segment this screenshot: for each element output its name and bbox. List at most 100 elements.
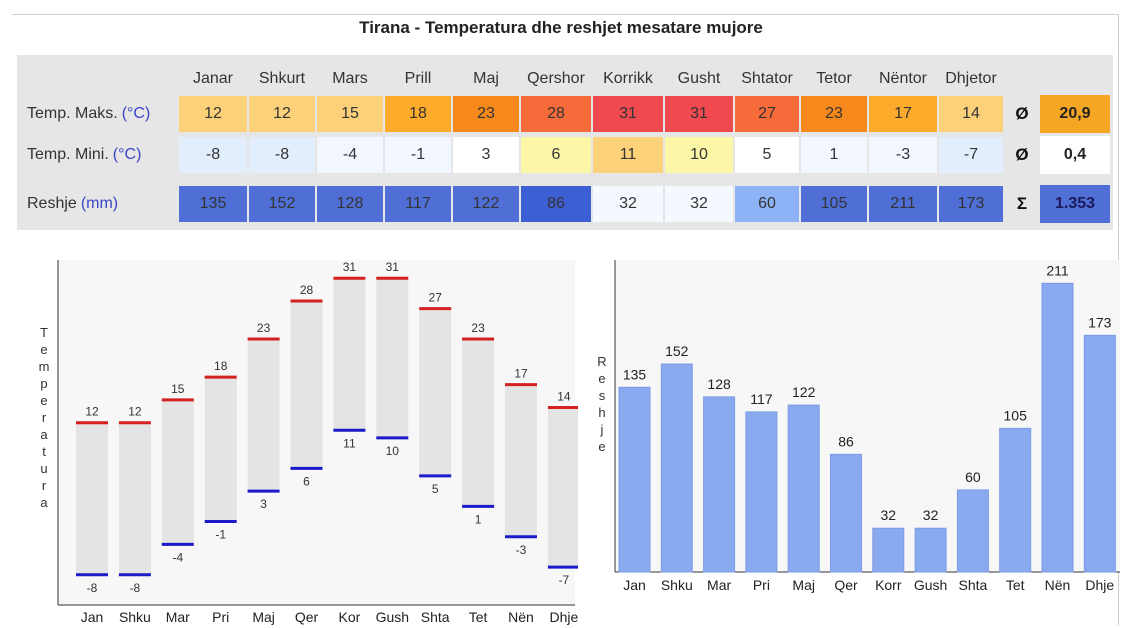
min-temp-label: 1 — [475, 512, 482, 526]
precip-bar — [1041, 282, 1074, 573]
precip-bar — [914, 527, 947, 573]
max-temp-label: 23 — [257, 321, 271, 335]
min-temp-label: -8 — [130, 581, 141, 595]
max-temp-label: 17 — [514, 367, 528, 381]
precip-value-label: 86 — [838, 433, 854, 449]
month-header: Dhjetor — [945, 70, 997, 87]
y-axis-label-letter: T — [40, 325, 48, 340]
min-temp-label: 6 — [303, 474, 310, 488]
x-tick-label: Korr — [875, 577, 902, 593]
x-tick-label: Mar — [707, 577, 731, 593]
y-axis-label-letter: t — [42, 444, 46, 459]
x-tick-label: Shku — [119, 609, 151, 625]
y-axis-label-letter: e — [598, 439, 605, 454]
temp-range-bar — [76, 422, 108, 575]
min-temp-label: 10 — [386, 444, 400, 458]
precip-bar — [872, 527, 905, 573]
x-tick-label: Pri — [753, 577, 770, 593]
temp-range-bar — [204, 377, 237, 522]
y-axis-label-letter: h — [598, 405, 605, 420]
table-cell: 12 — [178, 95, 248, 133]
table-cell: 28 — [520, 95, 592, 133]
month-header: Shkurt — [258, 70, 306, 87]
table-cell: 14 — [938, 95, 1004, 133]
table-cell: 86 — [520, 185, 592, 223]
x-tick-label: Qer — [834, 577, 858, 593]
row-unit: (mm) — [80, 195, 119, 212]
page-title: Tirana - Temperatura dhe reshjet mesatar… — [359, 18, 763, 37]
row-unit: (°C) — [121, 105, 151, 122]
table-cell: 18 — [384, 95, 452, 133]
y-axis-label-letter: s — [599, 388, 606, 403]
temp-range-bar — [290, 301, 323, 469]
month-header: Mars — [332, 70, 368, 87]
precip-bar — [660, 363, 693, 573]
precipitation-chart: Reshje135Jan152Shku128Mar117Pri122Maj86Q… — [597, 260, 1120, 593]
temp-range-bar — [462, 339, 495, 507]
plot-area — [615, 260, 1120, 572]
row-unit: (°C) — [112, 146, 142, 163]
precip-value-label: 117 — [750, 391, 773, 407]
row-label: Temp. Mini.(°C) — [27, 136, 177, 174]
x-tick-label: Qer — [295, 609, 319, 625]
table-cell: 122 — [452, 185, 520, 223]
y-axis-label-letter: m — [39, 359, 50, 374]
y-axis-label-letter: r — [42, 478, 47, 493]
max-temp-label: 14 — [557, 389, 571, 403]
precip-bar — [787, 404, 820, 573]
table-cell: 23 — [800, 95, 868, 133]
y-axis-label-letter: a — [40, 495, 48, 510]
min-temp-label: -1 — [215, 528, 226, 542]
temp-range-bar — [419, 308, 452, 476]
precip-value-label: 173 — [1088, 314, 1112, 330]
temp-range-bar — [333, 278, 366, 431]
table-cell: 32 — [664, 185, 734, 223]
table-cell: -7 — [938, 136, 1004, 174]
table-cell: -8 — [178, 136, 248, 174]
precip-value-label: 32 — [923, 507, 939, 523]
table-cell: 10 — [664, 136, 734, 174]
table-cell: 3 — [452, 136, 520, 174]
summary-symbol: Σ — [1016, 194, 1028, 213]
precip-value-label: 32 — [881, 507, 897, 523]
x-tick-label: Dhje — [550, 609, 578, 625]
table-cell: 31 — [664, 95, 734, 133]
precip-value-label: 152 — [665, 343, 689, 359]
table-cell: 128 — [316, 185, 384, 223]
precip-value-label: 60 — [965, 469, 981, 485]
precip-bar — [830, 453, 862, 573]
x-tick-label: Jan — [81, 609, 104, 625]
precip-value-label: 128 — [707, 376, 731, 392]
precip-value-label: 122 — [792, 384, 816, 400]
table-cell: -4 — [316, 136, 384, 174]
precip-bar — [1083, 334, 1116, 573]
table-cell: 173 — [938, 185, 1004, 223]
y-axis-label-letter: e — [40, 393, 47, 408]
month-header: Tetor — [816, 70, 852, 87]
temp-range-bar — [505, 384, 537, 537]
table-cell: 117 — [384, 185, 452, 223]
precip-value-label: 135 — [623, 366, 647, 382]
x-tick-label: Shta — [421, 609, 450, 625]
x-tick-label: Tet — [469, 609, 488, 625]
y-axis-label-letter: p — [40, 376, 47, 391]
y-axis-label-letter: u — [40, 461, 47, 476]
max-temp-label: 18 — [214, 359, 228, 373]
table-cell: -8 — [248, 136, 316, 174]
table-cell: 27 — [734, 95, 800, 133]
y-axis-label-letter: r — [42, 410, 47, 425]
x-tick-label: Maj — [252, 609, 275, 625]
x-tick-label: Shku — [661, 577, 693, 593]
min-temp-label: -7 — [559, 573, 570, 587]
table-cell: 1 — [800, 136, 868, 174]
table-cell: 6 — [520, 136, 592, 174]
max-temp-label: 12 — [128, 405, 142, 419]
y-axis-label-letter: a — [40, 427, 48, 442]
max-temp-label: 15 — [171, 382, 185, 396]
max-temp-label: 23 — [471, 321, 485, 335]
row-label-text: Reshje — [27, 195, 77, 212]
max-temp-label: 31 — [343, 260, 357, 274]
min-temp-label: 5 — [432, 482, 439, 496]
table-cell: 31 — [592, 95, 664, 133]
max-temp-label: 12 — [85, 405, 99, 419]
